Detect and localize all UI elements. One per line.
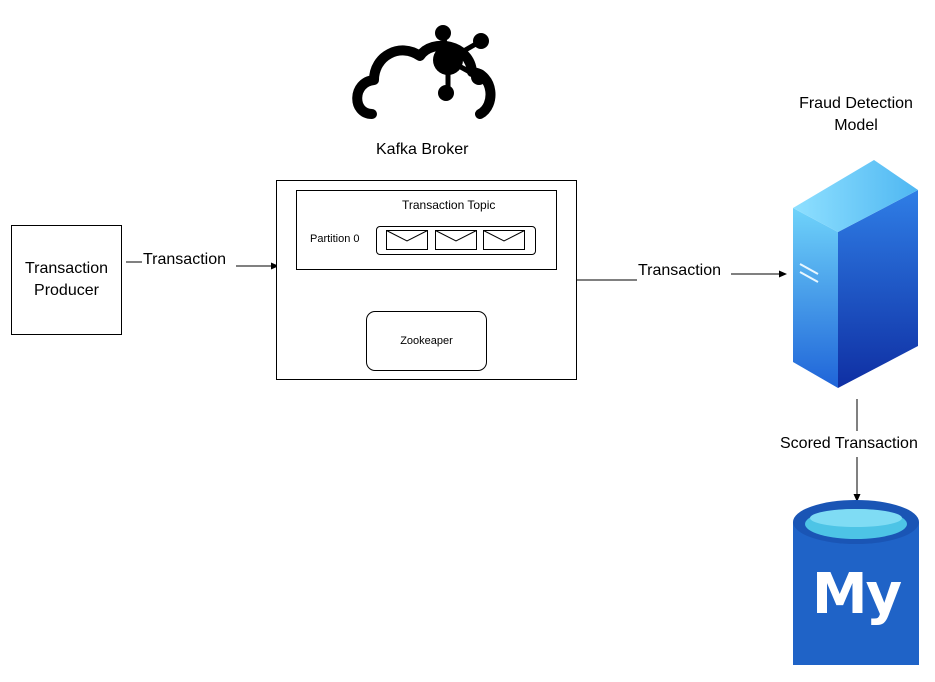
partition-label: Partition 0 [310,233,360,245]
edge-label-broker-to-model: Transaction [638,262,721,279]
edge-label-producer-to-broker: Transaction [143,251,226,268]
broker-title: Kafka Broker [376,141,469,158]
envelope-icon [435,230,477,250]
zookeeper-node[interactable]: Zookeaper [366,311,487,371]
kafka-cloud-icon [352,25,496,119]
envelope-icon [386,230,428,250]
envelope-icon [483,230,525,250]
model-label-line2: Model [834,117,878,134]
model-label: Fraud Detection Model [782,93,930,137]
model-label-line1: Fraud Detection [799,95,913,112]
transaction-producer-node[interactable]: Transaction Producer [11,225,122,335]
producer-label-line1: Transaction [25,260,108,277]
producer-label-line2: Producer [34,282,99,299]
mysql-database-icon: My [793,500,919,665]
topic-title: Transaction Topic [402,198,496,212]
zookeeper-label: Zookeaper [400,335,453,347]
server-icon [793,160,918,388]
edge-broker-to-model [577,270,787,281]
edge-producer-to-broker [126,261,279,270]
mysql-logo-text: My [812,562,902,627]
edge-label-model-to-db: Scored Transaction [780,435,918,452]
